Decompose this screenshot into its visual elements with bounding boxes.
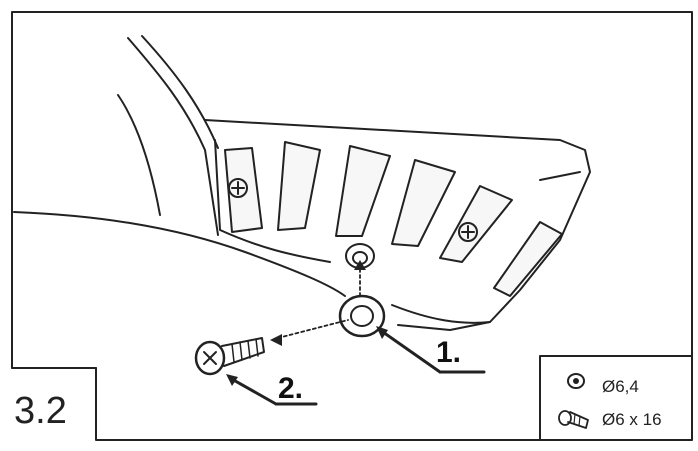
callout-arrow-1 — [376, 326, 486, 374]
callout-label-2: 2. — [278, 372, 304, 405]
step-number: 3.2 — [14, 390, 67, 432]
washer-icon — [567, 373, 585, 389]
screw-icon — [558, 410, 589, 429]
callout-label-1: 1. — [436, 336, 462, 369]
guide-lines — [277, 265, 361, 339]
legend-screw-label: Ø6 x 16 — [602, 410, 662, 429]
cooling-slots — [224, 141, 563, 297]
washer — [338, 294, 386, 338]
diagram-frame — [11, 11, 693, 441]
legend-washer-label: Ø6,4 — [602, 377, 639, 396]
housing-screw-left — [228, 178, 248, 198]
housing-screw-right — [458, 222, 478, 242]
callout-arrow-2 — [226, 374, 318, 406]
housing-outline — [13, 35, 591, 331]
legend-box — [539, 355, 693, 441]
guide-arrows — [270, 260, 366, 346]
screw — [194, 337, 265, 376]
